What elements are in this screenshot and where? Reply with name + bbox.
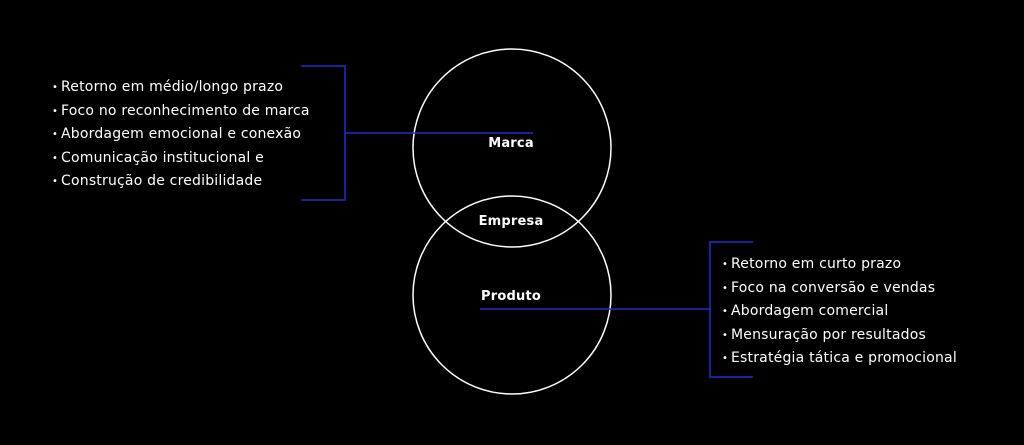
- produto-label: Produto: [481, 289, 541, 304]
- list-item: Abordagem comercial: [722, 300, 957, 324]
- list-item: Comunicação institucional e: [52, 147, 310, 171]
- list-item: Construção de credibilidade: [52, 170, 310, 194]
- marca-label: Marca: [488, 136, 534, 151]
- list-item: Retorno em curto prazo: [722, 253, 957, 277]
- produto-points-list: Retorno em curto prazo Foco na conversão…: [722, 253, 957, 371]
- list-item: Retorno em médio/longo prazo: [52, 76, 310, 100]
- marca-points-list: Retorno em médio/longo prazo Foco no rec…: [52, 76, 310, 194]
- list-item: Abordagem emocional e conexão: [52, 123, 310, 147]
- list-item: Foco na conversão e vendas: [722, 277, 957, 301]
- produto-circle: [412, 195, 612, 395]
- empresa-label: Empresa: [478, 214, 544, 229]
- list-item: Foco no reconhecimento de marca: [52, 100, 310, 124]
- marca-circle: [412, 48, 612, 248]
- list-item: Estratégia tática e promocional: [722, 347, 957, 371]
- list-item: Mensuração por resultados: [722, 324, 957, 348]
